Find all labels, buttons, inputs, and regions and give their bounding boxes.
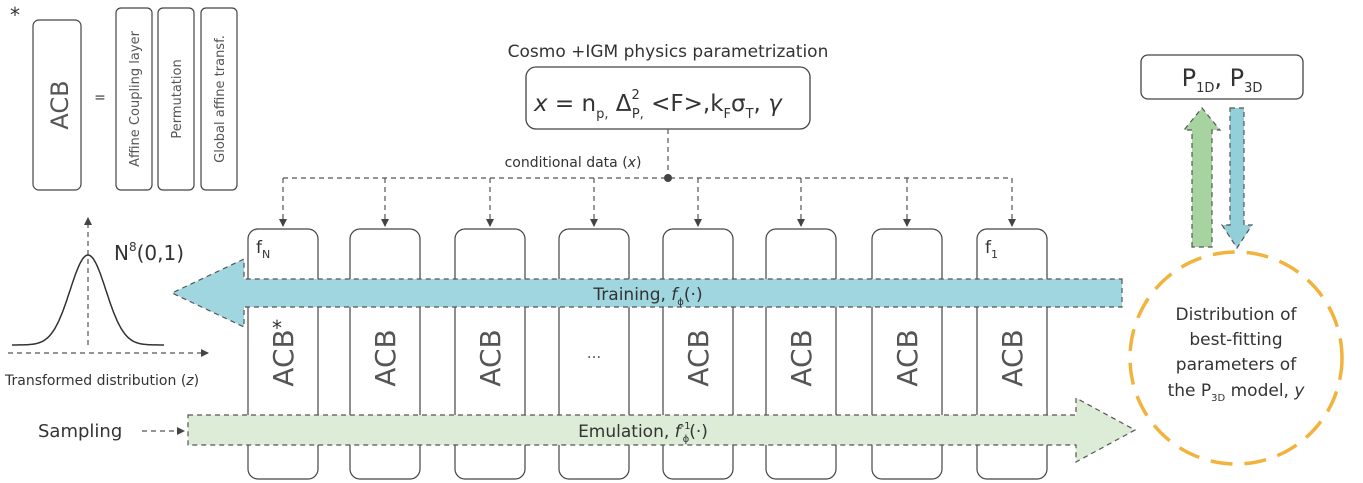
formula-delta-sup: 2: [632, 88, 640, 103]
down-arrow: [1220, 107, 1254, 250]
distribution-ring: [1128, 250, 1344, 466]
block-acb-label: ACB: [785, 329, 818, 386]
block-acb-label: ACB: [369, 329, 402, 386]
legend-box-coupling: [115, 7, 153, 191]
block-acb-label: ACB: [891, 329, 924, 386]
gaussian-label: N8(0,1): [114, 240, 184, 265]
distribution-circle: Distribution of best-fitting parameters …: [1128, 250, 1344, 466]
formula-x: x: [533, 91, 548, 117]
sampling-label: Sampling: [38, 421, 122, 442]
legend-star: *: [10, 3, 20, 27]
conditional-junction: [664, 174, 672, 182]
gaussian-curve: [12, 254, 164, 346]
legend: * ACB = Affine Coupling layer Permutatio…: [10, 3, 238, 191]
formula-delta: Δ: [609, 91, 632, 117]
block-acb-label: ACB: [474, 329, 507, 386]
block-ellipsis: ...: [587, 344, 601, 362]
training-arrow-shape: [170, 258, 1123, 328]
training-label: Training, fϕ(·): [592, 285, 702, 308]
legend-coupling-label: Affine Coupling layer: [128, 30, 143, 166]
legend-equals: =: [94, 90, 106, 106]
physics-parametrization: Cosmo +IGM physics parametrization x = n…: [508, 42, 829, 130]
legend-acb-label: ACB: [46, 80, 74, 129]
distribution-line-3: parameters of: [1176, 355, 1297, 375]
block-star: *: [272, 316, 282, 340]
formula-gamma-sep: ,: [754, 91, 769, 117]
distribution-line-2: best-fitting: [1189, 330, 1282, 350]
legend-acb-box: [32, 19, 82, 191]
block-acb-label: ACB: [267, 329, 300, 386]
block-acb-label: ACB: [996, 329, 1029, 386]
emulation-arrow-shape: [187, 396, 1137, 464]
up-arrow: [1182, 107, 1222, 248]
block-function-label: fN: [256, 238, 270, 261]
gaussian-caption: Transformed distribution (z): [4, 373, 199, 389]
conditional-label: conditional data (x): [505, 155, 642, 171]
formula-sigma-sub: T: [745, 107, 754, 122]
formula-sigma: σ: [731, 91, 746, 117]
formula-f-mean: <F>,k: [644, 91, 724, 117]
block-acb-label: ACB: [682, 329, 715, 386]
formula-eq: = n: [548, 91, 596, 117]
formula-p-sub: p,: [596, 107, 608, 122]
legend-box-global-affine: [200, 7, 238, 191]
physics-title: Cosmo +IGM physics parametrization: [508, 42, 829, 62]
legend-box-permutation: [157, 7, 195, 191]
formula-kf-sub: F: [724, 107, 731, 122]
formula-gamma: γ: [768, 91, 783, 117]
formula-delta-sub: P,: [632, 107, 644, 122]
block-function-label: f1: [985, 238, 998, 261]
output-label: P1D, P3D: [1182, 64, 1263, 96]
distribution-line-1: Distribution of: [1176, 305, 1298, 325]
conditional-data-lines: [279, 129, 1016, 227]
output-rect: [1140, 54, 1304, 100]
legend-permutation-label: Permutation: [170, 59, 185, 138]
output-box: P1D, P3D: [1140, 54, 1304, 100]
gaussian-plot: N8(0,1) Transformed distribution (z): [4, 217, 209, 389]
legend-global-affine-label: Global affine transf.: [213, 35, 228, 163]
distribution-line-4: the P3D model, y: [1168, 381, 1306, 404]
training-arrow: Training, fϕ(·): [170, 258, 1123, 328]
sampling: Sampling: [38, 421, 185, 442]
